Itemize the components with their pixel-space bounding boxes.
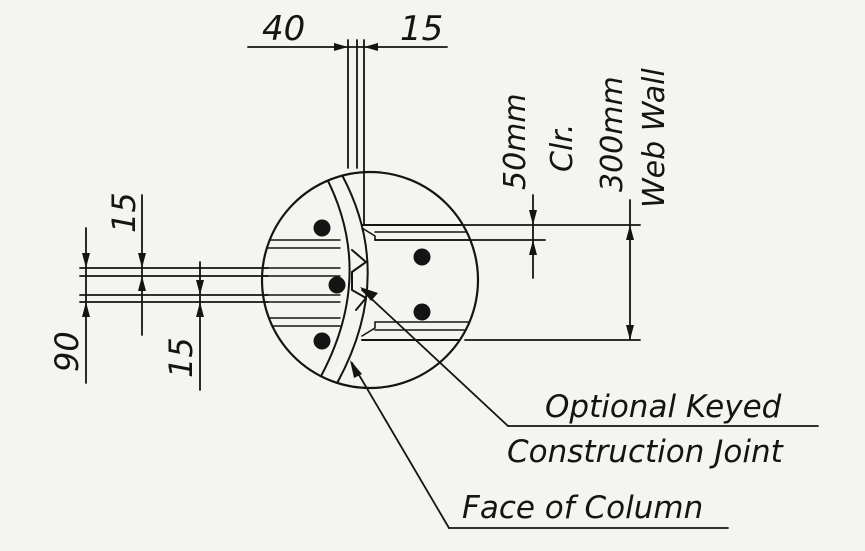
- column-face-inner: [331, 174, 369, 388]
- dimension-arrow: [626, 325, 634, 340]
- dimension-15-lower-label: 15: [162, 337, 200, 378]
- face-of-column-label: Face of Column: [462, 490, 703, 526]
- dimension-arrow: [138, 276, 146, 291]
- dimension-arrow: [138, 253, 146, 268]
- keyed-joint-callout: Optional Keyed Construction Joint: [360, 287, 819, 470]
- keyed-joint-label-line1: Optional Keyed: [545, 389, 782, 425]
- dimension-arrow: [82, 302, 90, 317]
- rebar-dot: [313, 219, 331, 237]
- detail-circle: [260, 170, 480, 390]
- right-dimensions: 50mm Clr. 300mm Web Wall: [369, 68, 672, 341]
- dimension-arrow: [364, 43, 378, 51]
- rebar-dot: [328, 276, 346, 294]
- wall-thickness-label: 300mm: [595, 76, 630, 192]
- clear-cover-label: 50mm: [498, 93, 533, 190]
- dimension-arrow: [196, 280, 204, 295]
- top-dimension: 40 15: [247, 9, 448, 226]
- rebar-dot: [413, 303, 431, 321]
- leader-arrow: [360, 287, 378, 301]
- keyed-joint-label-line2: Construction Joint: [507, 434, 785, 470]
- dimension-arrow: [196, 302, 204, 317]
- dimension-15-upper-label: 15: [105, 192, 143, 233]
- face-of-column-callout: Face of Column: [350, 360, 729, 529]
- dimension-arrow: [529, 240, 537, 255]
- column-face-outer: [311, 174, 351, 388]
- dimension-40-label: 40: [262, 9, 305, 49]
- leader-arrow: [350, 360, 362, 378]
- rebar-dot: [413, 248, 431, 266]
- web-wall-label: Web Wall: [637, 68, 672, 208]
- dimension-90-label: 90: [48, 331, 86, 372]
- keyed-joint: [351, 249, 367, 311]
- clear-cover-suffix: Clr.: [545, 124, 580, 172]
- dimension-arrow: [82, 253, 90, 268]
- dimension-15-top-label: 15: [400, 9, 443, 49]
- dimension-arrow: [529, 210, 537, 225]
- rebar-dot: [313, 332, 331, 350]
- dimension-arrow: [334, 43, 348, 51]
- dimension-arrow: [626, 225, 634, 240]
- left-dimensions: 15 90 15: [48, 192, 269, 391]
